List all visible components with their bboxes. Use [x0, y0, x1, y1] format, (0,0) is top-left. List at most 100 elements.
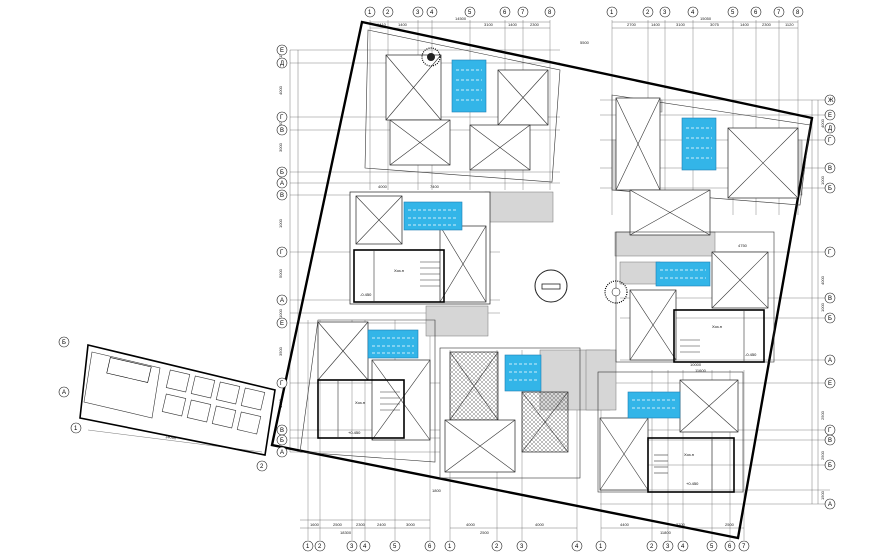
dim-tr-7: 15050: [700, 16, 712, 21]
dim-tr-1: 1400: [651, 22, 661, 27]
axis-bubble: 1: [606, 6, 618, 18]
room-label: Хоз.п: [684, 452, 694, 457]
svg-text:5: 5: [731, 10, 735, 16]
axis-bubble: Е: [824, 109, 836, 121]
svg-text:В: В: [828, 296, 832, 302]
dim-top-mid: 5500: [580, 40, 590, 45]
svg-text:А: А: [62, 390, 66, 396]
axis-bubble: А: [276, 294, 288, 306]
svg-text:Ж: Ж: [828, 98, 834, 104]
tree-icon: [604, 280, 628, 304]
level-mark: +0.450: [348, 430, 361, 435]
central-roundabout: [534, 269, 568, 303]
dim-rs-2: 4000: [820, 275, 825, 285]
svg-text:Б: Б: [828, 463, 832, 469]
svg-text:6: 6: [428, 544, 432, 550]
building-top-right: [611, 94, 811, 236]
dim-ls-5: 1000: [278, 218, 283, 228]
dim-tr-2: 3100: [676, 22, 686, 27]
site-boundary: [270, 20, 814, 540]
svg-text:В: В: [280, 128, 284, 134]
axis-bubble: Б: [824, 312, 836, 324]
axis-bubble: 7: [773, 6, 785, 18]
dim-bl-6: 4000: [535, 522, 545, 527]
dim-bl-7: 18300: [340, 530, 352, 535]
axis-bubble: 2: [646, 540, 658, 552]
dim-ls-8: 3500: [278, 346, 283, 356]
axis-bubble: Г: [824, 424, 836, 436]
dim-rs-4: 2500: [820, 410, 825, 420]
axis-bubble: Г: [276, 111, 288, 123]
svg-text:3: 3: [520, 544, 524, 550]
axis-bubble: Б: [824, 459, 836, 471]
dim-br-2: 11800: [660, 530, 672, 535]
svg-text:1: 1: [610, 10, 614, 16]
dim-ls-7: 1000: [278, 308, 283, 318]
pool-left-bottom: [367, 329, 419, 359]
axis-bubble: 7: [517, 6, 529, 18]
pool-right: [655, 261, 711, 287]
dim-inner-4: 11600: [695, 368, 707, 373]
axis-bubble: А: [824, 498, 836, 510]
axis-bubbles: 1 2 3 4 5 6 7 8 1 2 3 4 5 6 7 8 1 2 3 4 …: [58, 6, 836, 552]
svg-text:1: 1: [599, 544, 603, 550]
svg-text:2: 2: [386, 10, 390, 16]
svg-text:В: В: [828, 166, 832, 172]
axis-bubble: 4: [687, 6, 699, 18]
svg-text:3: 3: [350, 544, 354, 550]
axis-bubble: В: [824, 162, 836, 174]
axis-bubble: А: [824, 354, 836, 366]
pool-center-bottom: [504, 354, 542, 392]
pool-left: [403, 201, 463, 231]
building-top-left: [364, 29, 561, 183]
dim-tr-0: 2700: [627, 22, 637, 27]
axis-bubble: В: [824, 292, 836, 304]
dim-rs-1: 1000: [820, 175, 825, 185]
axis-bubble: А: [276, 446, 288, 458]
axis-bubble: 8: [544, 6, 556, 18]
svg-text:5: 5: [710, 544, 714, 550]
svg-text:Е: Е: [280, 321, 284, 327]
room-label: Хоз.п: [394, 268, 404, 273]
dim-bl-0: 1600: [310, 522, 320, 527]
svg-text:4: 4: [691, 10, 695, 16]
svg-text:Г: Г: [280, 250, 284, 256]
svg-text:2: 2: [495, 544, 499, 550]
svg-text:2: 2: [650, 544, 654, 550]
svg-text:6: 6: [754, 10, 758, 16]
svg-text:4: 4: [575, 544, 579, 550]
axis-bubble: Е: [276, 44, 288, 56]
axis-bubble: 2: [256, 460, 268, 472]
axis-bubble: 1: [595, 540, 607, 552]
svg-text:Б: Б: [828, 186, 832, 192]
svg-text:Г: Г: [828, 250, 832, 256]
svg-text:А: А: [280, 181, 284, 187]
svg-text:5: 5: [468, 10, 472, 16]
svg-text:2: 2: [646, 10, 650, 16]
axis-bubble: 5: [727, 6, 739, 18]
dim-inner-5: 1800: [432, 488, 442, 493]
svg-text:Е: Е: [828, 381, 832, 387]
svg-text:1: 1: [306, 544, 310, 550]
axis-bubble: 6: [424, 540, 436, 552]
dim-tr-3: 3075: [710, 22, 720, 27]
svg-text:Д: Д: [828, 126, 832, 132]
axis-bubble: Е: [276, 317, 288, 329]
axis-bubble: 1: [70, 422, 82, 434]
axis-bubble: 1: [444, 540, 456, 552]
svg-text:1: 1: [74, 426, 78, 432]
dim-tr-5: 2300: [762, 22, 772, 27]
svg-text:3: 3: [416, 10, 420, 16]
pool-right-bottom: [627, 391, 681, 419]
dim-rs-6: 1500: [820, 490, 825, 500]
dim-ls-1: 4000: [278, 85, 283, 95]
building-left-bottom: Хоз.п +0.450: [299, 319, 436, 463]
dim-tl-3: 3100: [484, 22, 494, 27]
svg-text:Г: Г: [828, 138, 832, 144]
dim-tl-1: 14500: [455, 16, 467, 21]
axis-bubble: А: [58, 386, 70, 398]
car-icon: [106, 357, 152, 383]
svg-text:1: 1: [448, 544, 452, 550]
dim-tl-5: 2300: [530, 22, 540, 27]
svg-text:6: 6: [503, 10, 507, 16]
